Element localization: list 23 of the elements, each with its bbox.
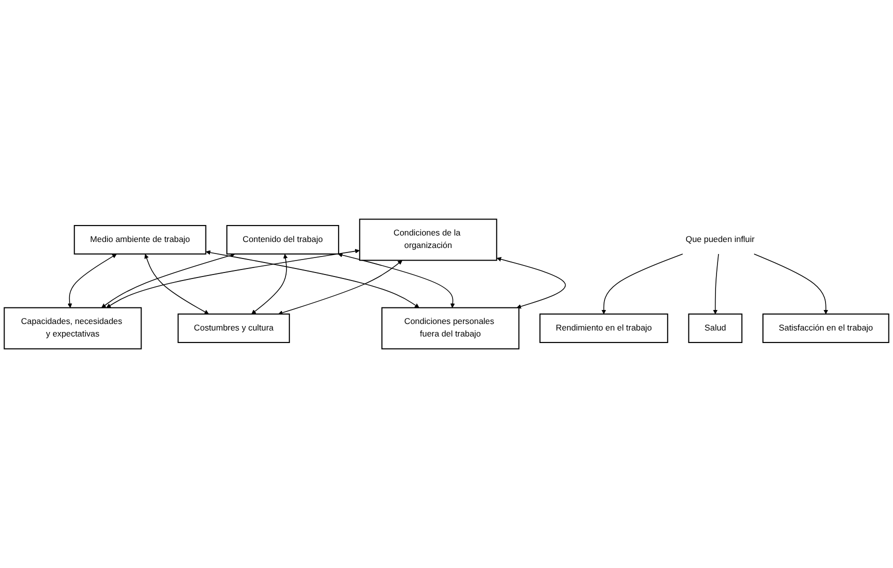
node-box bbox=[381, 307, 520, 350]
node-box bbox=[359, 218, 498, 261]
arrow bbox=[68, 254, 117, 308]
node-box bbox=[226, 225, 340, 254]
node-box bbox=[688, 314, 742, 343]
arrow bbox=[712, 254, 719, 314]
arrow bbox=[278, 260, 402, 315]
arrow bbox=[106, 248, 360, 308]
node-text: Que pueden influir bbox=[686, 235, 755, 244]
node-box bbox=[762, 314, 890, 343]
node-box bbox=[4, 307, 142, 350]
arrow bbox=[601, 254, 684, 314]
arrow bbox=[251, 254, 288, 314]
arrow bbox=[496, 257, 566, 309]
node-box bbox=[539, 314, 668, 343]
arrow bbox=[206, 250, 420, 308]
node-box bbox=[178, 314, 290, 343]
diagram: Medio ambiente de trabajo Contenido del trabajo Condiciones de la organización Capacidades, necesidades y expectativas Costumbres y cultura Condiciones personales fuera del trabajo Que pueden influir Rendimiento en el trabajo Salud Satisfacción en el trabajo bbox=[0, 214, 893, 354]
arrow bbox=[754, 254, 828, 314]
node-box bbox=[74, 225, 206, 254]
arrow bbox=[101, 253, 236, 308]
arrow bbox=[338, 252, 455, 308]
arrow bbox=[144, 254, 209, 314]
